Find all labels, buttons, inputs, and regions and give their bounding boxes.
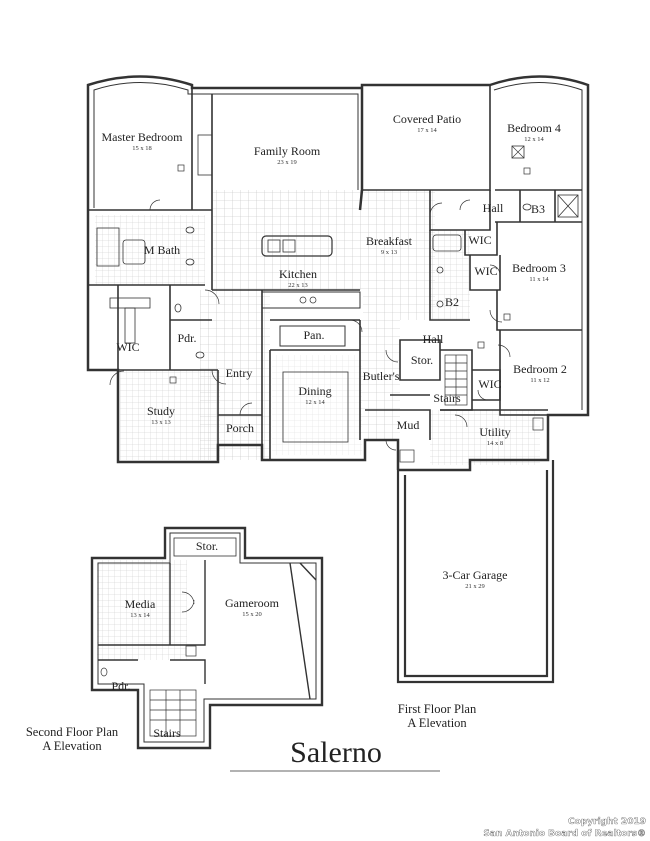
label-kitchen: Kitchen	[279, 267, 317, 281]
copyright-line2: San Antonio Board of Realtors®	[483, 829, 646, 839]
stairs-1-drawing	[444, 354, 468, 406]
label-stor-1: Stor.	[411, 353, 433, 367]
dim-bedroom-4: 12 x 14	[524, 136, 544, 143]
label-wic-b: WIC	[474, 264, 497, 278]
label-study: Study	[147, 404, 175, 418]
bath-fixtures	[96, 194, 579, 359]
door-swings	[109, 199, 511, 451]
label-bedroom-2: Bedroom 2	[513, 362, 567, 376]
label-breakfast: Breakfast	[366, 234, 413, 248]
plan-title: Salerno	[290, 736, 382, 769]
label-covered-patio: Covered Patio	[393, 112, 461, 126]
label-bedroom-4: Bedroom 4	[507, 121, 561, 135]
dim-garage: 21 x 29	[465, 583, 485, 590]
label-b3: B3	[531, 202, 545, 216]
dim-family-room: 23 x 19	[277, 159, 297, 166]
dim-covered-patio: 17 x 14	[417, 127, 437, 134]
label-wic-c: WIC	[478, 377, 501, 391]
label-pdr-1: Pdr.	[177, 331, 196, 345]
interior-walls	[88, 85, 582, 462]
dim-kitchen: 22 x 13	[288, 282, 308, 289]
label-butlers: Butler's	[363, 369, 400, 383]
stairs-2-drawing	[149, 689, 197, 737]
label-entry: Entry	[226, 366, 253, 380]
tiled-floor	[95, 190, 540, 465]
label-gameroom: Gameroom	[225, 596, 280, 610]
second-floor-plan	[90, 526, 324, 750]
label-stairs-2: Stairs	[153, 726, 181, 740]
first-floor-plan	[86, 75, 590, 684]
label-porch: Porch	[226, 421, 254, 435]
label-stairs-1: Stairs	[433, 391, 461, 405]
second-floor-caption-line1: Second Floor Plan	[26, 725, 119, 739]
label-dining: Dining	[298, 384, 331, 398]
label-master-bedroom: Master Bedroom	[102, 130, 184, 144]
room-labels: Master Bedroom 15 x 18 Family Room 23 x …	[102, 112, 567, 740]
label-family-room: Family Room	[254, 144, 321, 158]
label-bedroom-3: Bedroom 3	[512, 261, 566, 275]
dim-dining: 12 x 14	[305, 399, 325, 406]
label-pan: Pan.	[304, 328, 325, 342]
dim-gameroom: 15 x 20	[242, 611, 262, 618]
dim-bedroom-3: 11 x 14	[529, 276, 549, 283]
label-mud: Mud	[397, 418, 420, 432]
dim-study: 13 x 13	[151, 419, 171, 426]
dim-media: 13 x 14	[130, 612, 150, 619]
dim-utility: 14 x 8	[487, 440, 503, 447]
dim-breakfast: 9 x 13	[381, 249, 397, 256]
captions: First Floor Plan A Elevation Second Floo…	[26, 702, 477, 769]
label-hall-top: Hall	[483, 201, 504, 215]
first-floor-caption-line2: A Elevation	[407, 716, 467, 730]
label-wic-a: WIC	[468, 233, 491, 247]
label-pdr-2: Pdr.	[111, 679, 130, 693]
dim-bedroom-2: 11 x 12	[530, 377, 549, 384]
copyright-watermark: Copyright 2019 San Antonio Board of Real…	[483, 817, 646, 839]
second-floor-caption-line2: A Elevation	[42, 739, 102, 753]
label-hall-mid: Hall	[423, 332, 444, 346]
copyright-line1: Copyright 2019	[568, 817, 646, 827]
label-stor-2: Stor.	[196, 539, 218, 553]
label-garage: 3-Car Garage	[443, 568, 508, 582]
label-media: Media	[125, 597, 156, 611]
garage-walls	[396, 460, 555, 684]
first-floor-caption-line1: First Floor Plan	[398, 702, 477, 716]
kitchen-island	[261, 235, 333, 257]
label-utility: Utility	[479, 425, 510, 439]
label-b2: B2	[445, 295, 459, 309]
second-floor-exterior	[90, 526, 324, 750]
dim-master-bedroom: 15 x 18	[132, 145, 152, 152]
label-m-bath: M Bath	[144, 243, 180, 257]
label-wic-master: WIC	[116, 340, 139, 354]
